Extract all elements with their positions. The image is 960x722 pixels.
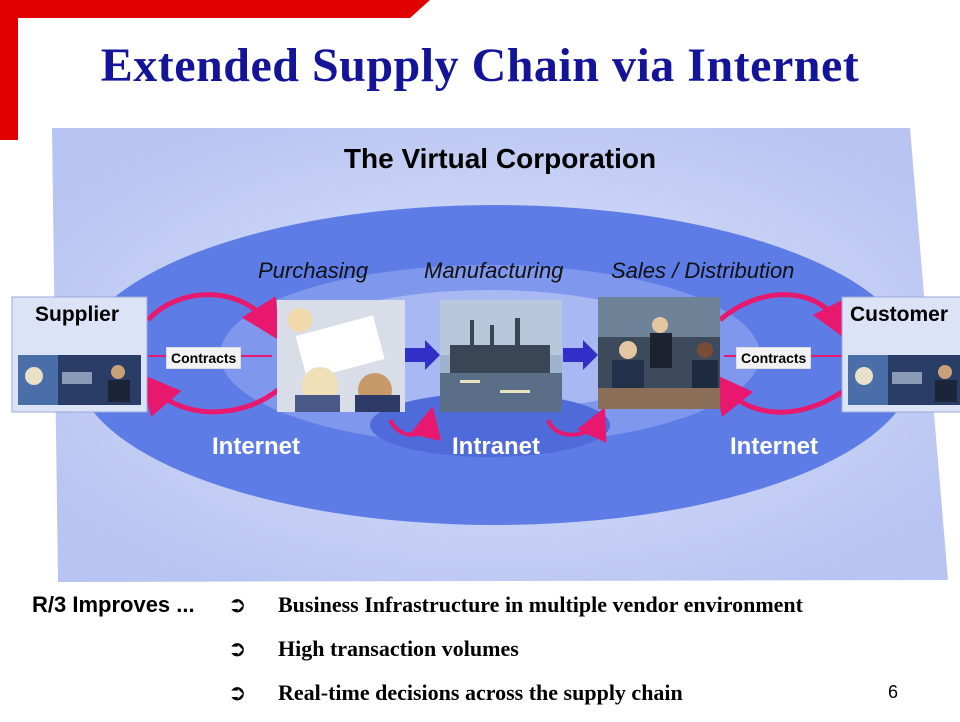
customer-photo <box>848 355 960 405</box>
pink-arrow-customer-to-sales <box>712 373 844 418</box>
bullet-item: ➲ Real-time decisions across the supply … <box>228 678 803 722</box>
department-label-purchasing: Purchasing <box>258 258 369 283</box>
bullet-item: ➲ Business Infrastructure in multiple ve… <box>228 590 803 634</box>
network-label-internet-left: Internet <box>212 433 301 460</box>
contracts-label-left: Contracts <box>166 347 242 369</box>
pink-arrow-sales-to-customer <box>718 292 849 342</box>
pink-arrow-intranet-left <box>388 406 442 442</box>
customer-label: Customer <box>850 303 949 326</box>
pink-arrow-supplier-to-purchasing <box>146 292 280 341</box>
sales-photo <box>598 297 720 409</box>
curved-arrow-icon: ➲ <box>228 592 247 617</box>
footer-lead-text: R/3 Improves ... <box>32 592 195 617</box>
pink-arrow-purchasing-to-supplier <box>140 373 280 417</box>
curved-arrow-icon: ➲ <box>228 680 247 705</box>
virtual-corporation-heading: The Virtual Corporation <box>343 143 657 174</box>
pink-arrow-intranet-right <box>546 407 607 443</box>
network-label-internet-right: Internet <box>730 433 819 460</box>
bullet-item: ➲ High transaction volumes <box>228 634 803 678</box>
page-title: Extended Supply Chain via Internet <box>100 39 860 92</box>
department-label-sales-distribution: Sales / Distribution <box>611 258 795 283</box>
bullet-text: Real-time decisions across the supply ch… <box>278 680 683 705</box>
network-label-intranet: Intranet <box>452 433 541 460</box>
manufacturing-photo <box>440 300 562 412</box>
purchasing-photo <box>277 300 405 412</box>
supplier-label: Supplier <box>35 303 120 326</box>
corner-decoration <box>0 0 430 140</box>
page-number: 6 <box>888 682 899 702</box>
improvement-bullet-list: ➲ Business Infrastructure in multiple ve… <box>228 590 803 722</box>
blue-arrow-purchasing-manufacturing <box>405 340 440 370</box>
supplier-photo <box>18 355 141 405</box>
bullet-text: High transaction volumes <box>278 636 519 661</box>
bullet-text: Business Infrastructure in multiple vend… <box>278 592 803 617</box>
curved-arrow-icon: ➲ <box>228 636 247 661</box>
department-label-manufacturing: Manufacturing <box>424 258 564 283</box>
blue-arrow-manufacturing-sales <box>563 340 598 370</box>
contracts-label-right: Contracts <box>736 347 812 369</box>
